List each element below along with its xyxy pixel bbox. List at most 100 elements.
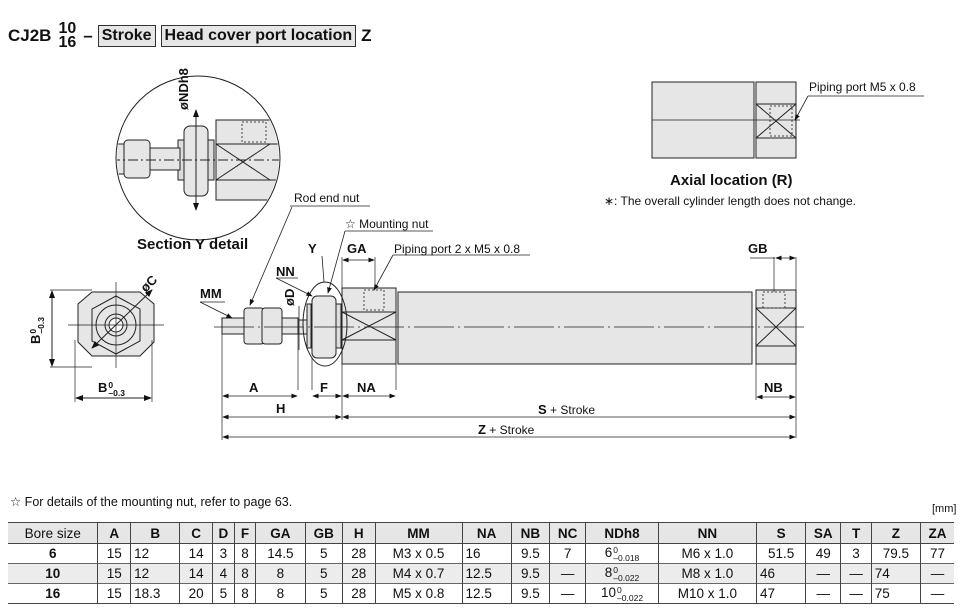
table-cell-h: 28 <box>341 583 376 604</box>
table-cell-z: 79.5 <box>870 543 922 564</box>
table-cell-a: 15 <box>97 583 132 604</box>
column-header: MM <box>374 522 463 544</box>
stroke-suffix: + Stroke <box>489 423 535 437</box>
label-f: F <box>320 380 328 395</box>
dim-b-letter: B <box>98 380 108 395</box>
table-cell-c: 20 <box>179 583 213 604</box>
column-header: B <box>130 522 181 544</box>
table-cell-h: 28 <box>341 563 376 584</box>
axial-caption: Axial location (R) <box>670 172 793 189</box>
label-d: øD <box>282 288 297 306</box>
label-nn: NN <box>276 264 295 279</box>
tol-lower: –0.022 <box>617 592 644 603</box>
table-cell-t: 3 <box>840 543 872 564</box>
table-cell-a: 15 <box>97 543 132 564</box>
axial-note: ∗: The overall cylinder length does not … <box>604 194 856 208</box>
tolerance: 0–0.022 <box>613 565 640 583</box>
column-header: C <box>179 522 213 544</box>
tol-upper: 0 <box>617 584 622 595</box>
section-y-caption: Section Y detail <box>137 236 249 253</box>
tolerance: 0–0.022 <box>617 584 644 603</box>
column-header: NC <box>548 522 587 544</box>
table-cell-na: 12.5 <box>461 563 512 584</box>
table-cell-nn: M6 x 1.0 <box>657 543 757 564</box>
label-nb: NB <box>764 380 783 395</box>
label-gb: GB <box>748 241 768 256</box>
axial-view <box>651 81 924 159</box>
tolerance: 0–0.3 <box>28 317 46 334</box>
ndh8-value: 8 <box>604 565 613 581</box>
table-cell-bore: 10 <box>8 563 99 584</box>
table-cell-sa: 49 <box>805 543 842 564</box>
table-cell-gb: 5 <box>304 583 343 604</box>
table-cell-b: 18.3 <box>130 583 181 604</box>
tol-lower: –0.022 <box>613 572 640 583</box>
table-cell-f: 8 <box>233 583 257 604</box>
column-header: Z <box>870 522 922 544</box>
table-cell-h: 28 <box>341 543 376 564</box>
table-cell-s: 47 <box>755 583 807 604</box>
table-cell-bore: 16 <box>8 583 99 604</box>
table-cell-nb: 9.5 <box>510 583 550 604</box>
label-na: NA <box>357 380 376 395</box>
table-cell-b: 12 <box>130 563 181 584</box>
model-name: CJ2B <box>8 26 52 45</box>
dim-b-letter: B <box>28 334 43 344</box>
tol-upper: 0 <box>613 544 619 555</box>
piping-port-label: Piping port 2 x M5 x 0.8 <box>394 242 521 256</box>
label-ga: GA <box>347 241 367 256</box>
table-cell-ga: 8 <box>255 583 306 604</box>
label-s-stroke: S + Stroke <box>538 402 595 417</box>
table-cell-za: — <box>920 563 954 584</box>
tolerance: 0–0.3 <box>108 379 125 397</box>
table-cell-t: — <box>840 563 872 584</box>
table-cell-d: 5 <box>211 583 235 604</box>
table-cell-gb: 5 <box>304 563 343 584</box>
stroke-suffix: + Stroke <box>550 403 596 417</box>
port-location-box: Head cover port location <box>160 25 357 47</box>
rod-end-nut-label: Rod end nut <box>294 191 360 205</box>
table-cell-na: 12.5 <box>461 583 512 604</box>
label-a: A <box>249 380 259 395</box>
table-cell-nc: — <box>548 563 587 584</box>
table-cell-za: 77 <box>920 543 954 564</box>
tolerance: 0–0.018 <box>613 544 640 563</box>
table-cell-mm: M5 x 0.8 <box>374 583 463 604</box>
column-header: T <box>840 522 872 544</box>
table-cell-s: 51.5 <box>755 543 807 564</box>
column-header: H <box>341 522 376 544</box>
title-dash: – <box>83 26 93 45</box>
technical-drawing <box>49 75 924 440</box>
table-cell-c: 14 <box>179 563 213 584</box>
table-cell-s: 46 <box>755 563 807 584</box>
table-cell-sa: — <box>805 583 842 604</box>
ndh8-value: 6 <box>604 545 613 561</box>
column-header: GA <box>255 522 306 544</box>
label-s: S <box>538 402 547 417</box>
table-cell-za: — <box>920 583 954 604</box>
table-cell-bore: 6 <box>8 543 99 564</box>
table-cell-na: 16 <box>461 543 512 564</box>
column-header: SA <box>805 522 842 544</box>
end-view <box>49 282 164 402</box>
table-cell-nc: 7 <box>548 543 587 564</box>
bore-option-16: 16 <box>58 34 77 51</box>
tol-upper: 0 <box>108 379 114 390</box>
table-cell-nb: 9.5 <box>510 543 550 564</box>
tol-lower: –0.018 <box>613 552 640 563</box>
label-mm: MM <box>200 286 222 301</box>
ndh8-label: øNDh8 <box>176 68 191 110</box>
table-cell-sa: — <box>805 563 842 584</box>
column-header: NDh8 <box>585 522 659 544</box>
table-cell-nb: 9.5 <box>510 563 550 584</box>
label-z-stroke: Z + Stroke <box>478 422 534 437</box>
mounting-nut-footnote: ☆ For details of the mounting nut, refer… <box>10 495 293 509</box>
column-header: NN <box>657 522 757 544</box>
